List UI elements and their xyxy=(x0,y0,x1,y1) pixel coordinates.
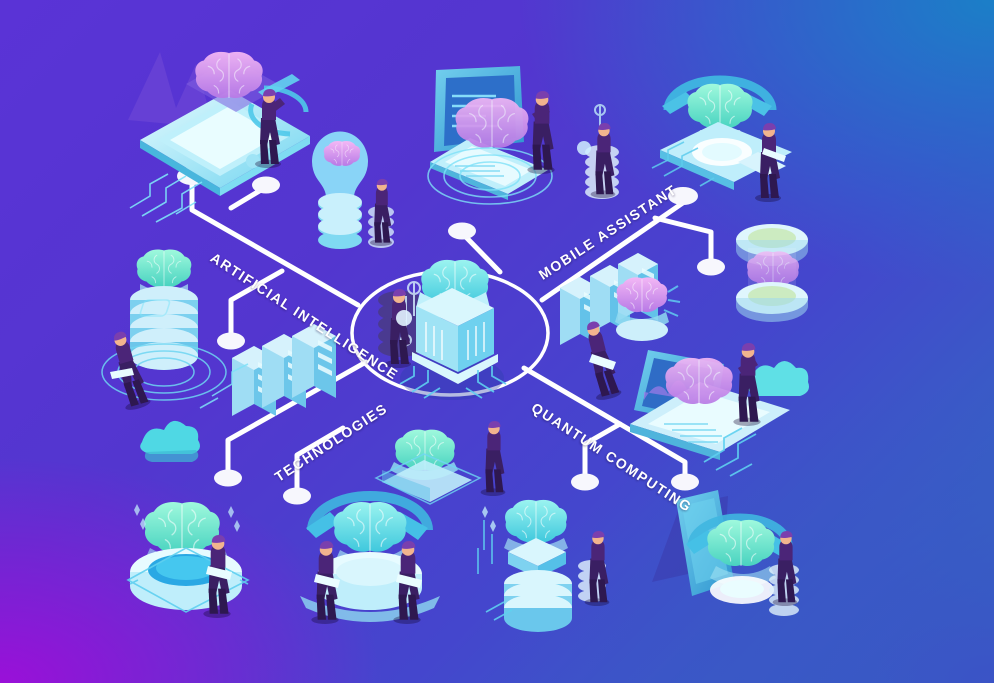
scene-capsule-brain-hourglass xyxy=(736,224,808,322)
scene-laptop-brain-cloud xyxy=(630,343,809,477)
scene-person-at-column xyxy=(378,281,422,368)
scene-brain-on-pad xyxy=(374,420,506,505)
scene-two-people-brain-hub xyxy=(300,491,440,624)
scene-person-on-data-stack xyxy=(577,104,619,199)
branch-stub-tech-right xyxy=(294,425,346,499)
scene-brain-database-stack xyxy=(477,499,610,632)
node-ai-right xyxy=(252,176,280,194)
scene-brain-bowl-portal xyxy=(126,501,250,618)
branch-stub-ma-left xyxy=(459,230,503,275)
node-ma-right xyxy=(668,187,698,205)
scene-lightbulb-brain-database xyxy=(312,131,394,249)
node-tech-right xyxy=(283,487,311,505)
node-qc-lower-right xyxy=(671,473,699,491)
scene-smartphone-brain-hologram xyxy=(652,490,799,616)
scene-database-stack-brain xyxy=(101,249,227,413)
branch-stub-ai-lower xyxy=(228,268,285,344)
branch-stub-qc-left xyxy=(582,421,623,485)
scene-servers-with-analyst xyxy=(560,253,681,402)
hub-central-ai-core xyxy=(399,259,507,400)
node-qc-lower-left xyxy=(571,473,599,491)
scene-tablet-with-brain-hologram xyxy=(128,51,310,223)
scene-cloud-icon xyxy=(140,420,200,462)
scene-server-racks xyxy=(139,299,336,416)
node-ma-left xyxy=(448,222,476,240)
scene-desktop-laptop-brain xyxy=(427,66,555,205)
node-ma-far xyxy=(697,258,725,276)
scene-brain-projection-platform xyxy=(651,75,792,202)
branch-line-mobile-assistant xyxy=(539,195,693,303)
node-ai-lower xyxy=(217,332,245,350)
branch-stub-ma-far xyxy=(652,215,714,270)
node-tech-left xyxy=(214,469,242,487)
